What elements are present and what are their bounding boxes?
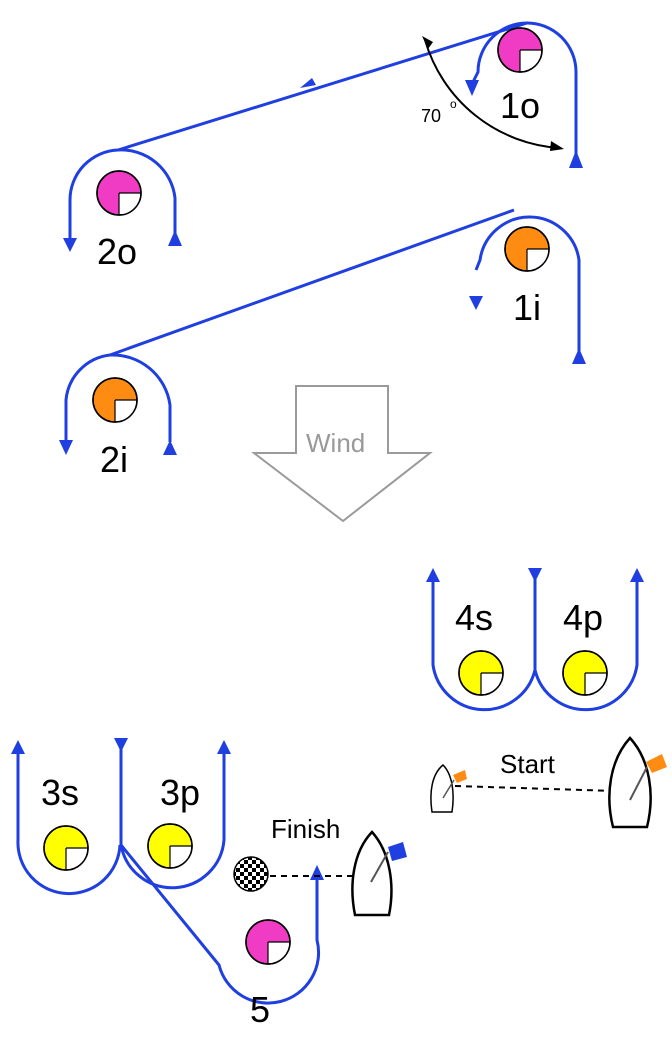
arrow-down-gate3 bbox=[114, 738, 128, 752]
finish-pin-checkered-icon bbox=[233, 856, 269, 892]
arrow-up-3s bbox=[11, 740, 25, 754]
mark-4p-buoy bbox=[562, 650, 608, 696]
start-line bbox=[454, 785, 617, 792]
mark-5-label: 5 bbox=[250, 989, 270, 1030]
mark-4p-label: 4p bbox=[563, 597, 603, 638]
mark-1o-buoy bbox=[497, 27, 543, 73]
arrow-up-1o bbox=[569, 150, 583, 168]
gate-3-arrowheads bbox=[11, 738, 324, 880]
angle-unit-label: o bbox=[450, 97, 457, 111]
mark-3p-buoy bbox=[147, 823, 193, 869]
angle-indicator bbox=[422, 36, 564, 151]
wind-arrow-icon bbox=[251, 385, 433, 523]
arrow-left-leg bbox=[300, 78, 316, 88]
arrow-down-1o bbox=[465, 80, 479, 96]
start-pin-boat-icon bbox=[430, 763, 467, 813]
arrow-up-5 bbox=[310, 865, 324, 880]
start-label: Start bbox=[500, 749, 556, 779]
inner-loop-arrowheads bbox=[59, 296, 586, 455]
mark-2i-label: 2i bbox=[100, 439, 128, 480]
mark-2o-buoy bbox=[96, 170, 142, 216]
mark-4s-label: 4s bbox=[455, 597, 493, 638]
mark-1i-buoy bbox=[504, 226, 550, 272]
inner-loop-course bbox=[64, 208, 581, 442]
arrow-up-2i bbox=[163, 440, 177, 455]
mark-3s-buoy bbox=[43, 825, 89, 871]
gate-3-course bbox=[16, 745, 321, 1005]
gate-4-course bbox=[431, 575, 639, 712]
mark-1i-label: 1i bbox=[513, 287, 541, 328]
arrow-up-4p bbox=[630, 568, 644, 582]
start-committee-boat-icon bbox=[608, 736, 667, 829]
mark-2o-label: 2o bbox=[97, 231, 137, 272]
arrow-down-2i bbox=[59, 440, 73, 455]
finish-committee-boat-icon bbox=[351, 830, 407, 917]
arrow-down-2o bbox=[63, 238, 77, 252]
mark-5-buoy bbox=[245, 919, 291, 965]
angle-value-label: 70 bbox=[421, 106, 441, 126]
mark-3s-label: 3s bbox=[41, 772, 79, 813]
outer-loop-course bbox=[68, 21, 578, 240]
arrow-down-1i bbox=[469, 296, 483, 310]
arrow-up-1i bbox=[572, 348, 586, 364]
arrow-down-gate4 bbox=[528, 568, 542, 582]
arrow-up-4s bbox=[426, 568, 440, 582]
wind-label: Wind bbox=[306, 428, 365, 458]
outer-loop-arrowheads bbox=[63, 78, 583, 252]
mark-2i-buoy bbox=[92, 377, 138, 423]
mark-1o-label: 1o bbox=[500, 85, 540, 126]
mark-3p-label: 3p bbox=[160, 772, 200, 813]
mark-4s-buoy bbox=[458, 650, 504, 696]
arrow-up-2o bbox=[168, 230, 182, 246]
arrow-up-3p bbox=[217, 740, 231, 754]
gate-4-arrowheads bbox=[426, 568, 644, 582]
finish-label: Finish bbox=[271, 814, 340, 844]
